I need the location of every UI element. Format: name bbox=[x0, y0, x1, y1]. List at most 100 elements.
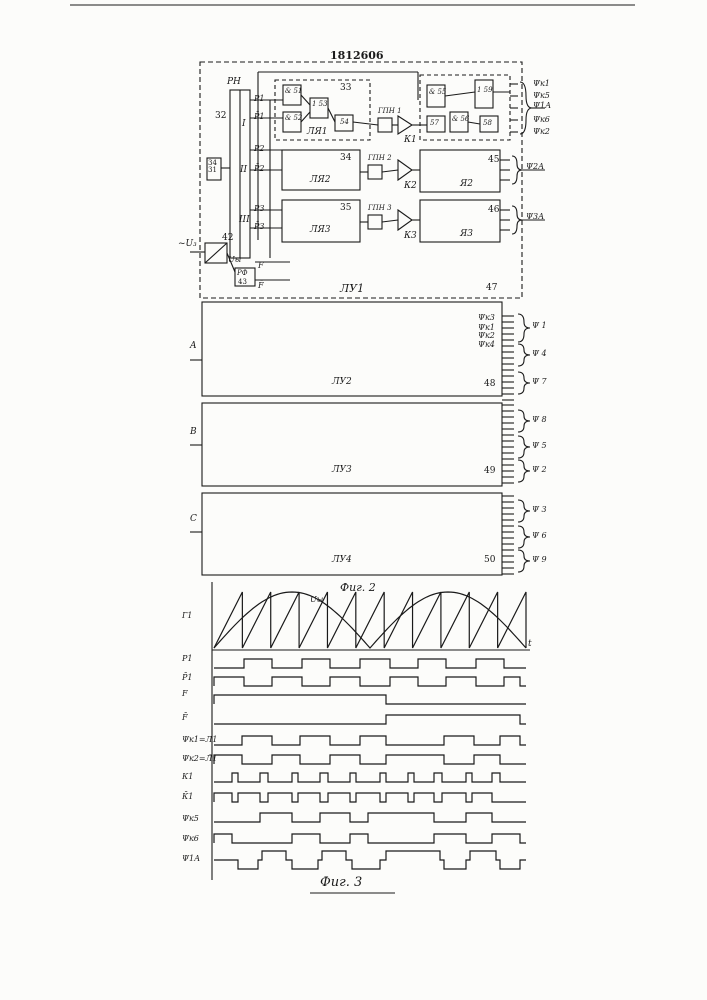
sig-f: F bbox=[258, 262, 264, 270]
label-32: 32 bbox=[215, 112, 226, 121]
label-roman2: II bbox=[240, 166, 247, 175]
fig3-row-label: К̄1 bbox=[182, 793, 193, 801]
wave-psi-k6 bbox=[214, 834, 526, 843]
wave-psi-1a bbox=[214, 851, 526, 869]
wave-k1-bar bbox=[214, 793, 526, 802]
fig2-caption: Фиг. 2 bbox=[340, 582, 376, 593]
panel-lu2-num: 48 bbox=[484, 380, 495, 389]
label-ya2: Я2 bbox=[460, 180, 473, 189]
panel-lu2-out-4: Ψ 4 bbox=[532, 350, 547, 358]
label-g56: & 56 bbox=[452, 116, 469, 123]
fig3-row-label: К1 bbox=[182, 773, 193, 781]
label-46: 46 bbox=[488, 206, 499, 215]
label-g55: & 55 bbox=[429, 89, 446, 96]
patent-number: 1812606 bbox=[330, 50, 384, 61]
label-g51: & 51 bbox=[285, 88, 302, 95]
wave-k1 bbox=[214, 773, 526, 782]
label-gpn2: ГПН 2 bbox=[368, 155, 392, 162]
fig3-row-label: Ψк5 bbox=[182, 815, 199, 823]
panel-lu2-input: A bbox=[190, 342, 197, 351]
sawtooth-wave bbox=[214, 592, 526, 648]
panel-lu4-input: C bbox=[190, 515, 197, 524]
label-g57: 57 bbox=[430, 120, 439, 127]
panel-lu4-out-9: Ψ 9 bbox=[532, 556, 547, 564]
fig3-row-label: P̄1 bbox=[182, 674, 192, 682]
label-45: 45 bbox=[488, 156, 499, 165]
fig3-row-label: Г1 bbox=[182, 612, 192, 620]
fig3-envelope-label: Uы bbox=[310, 596, 323, 604]
label-gpn1: ГПН 1 bbox=[378, 108, 402, 115]
wave-p1 bbox=[214, 659, 526, 668]
fig3-row-label: P1 bbox=[182, 655, 192, 663]
fig3-row-label: Ψк2=Л̄1 bbox=[182, 755, 217, 763]
panel-lu4-out-3: Ψ 3 bbox=[532, 506, 547, 514]
wave-p1-bar bbox=[214, 677, 526, 686]
label-la3: ЛЯ3 bbox=[310, 226, 331, 235]
wave-psi-k1 bbox=[214, 736, 526, 745]
label-k3: К3 bbox=[404, 232, 417, 241]
label-g53: 1 53 bbox=[312, 101, 328, 108]
out-psi-k6: Ψк6 bbox=[533, 116, 550, 124]
out-psi-k2: Ψк2 bbox=[533, 128, 550, 136]
panel-lu4-name: ЛУ4 bbox=[332, 556, 352, 565]
label-3431: 34 31 bbox=[208, 160, 222, 174]
label-roman3: III bbox=[239, 216, 250, 225]
out-psi-2a: Ψ2А bbox=[526, 163, 544, 171]
label-g58: 58 bbox=[483, 120, 492, 127]
label-la1: ЛЯ1 bbox=[307, 128, 328, 137]
sig-p1: P1 bbox=[254, 95, 264, 103]
panel-lu4-out-6: Ψ 6 bbox=[532, 532, 547, 540]
fig3-row-label: F̄ bbox=[182, 714, 188, 722]
label-42: 42 bbox=[222, 234, 233, 243]
label-rn: РН bbox=[227, 78, 241, 87]
label-k2: К2 bbox=[404, 182, 417, 191]
sig-f-bar: F̄ bbox=[258, 282, 264, 290]
wave-psi-k2 bbox=[214, 755, 526, 764]
input-u3-label: ~U₃ bbox=[178, 240, 197, 249]
panel-lu2-name: ЛУ2 bbox=[332, 378, 352, 387]
fig3-row-label: Ψк1=Л1 bbox=[182, 736, 217, 744]
label-roman1: I bbox=[242, 120, 246, 129]
panel-lu3-input: B bbox=[190, 428, 197, 437]
panel-lu3-out-2: Ψ 2 bbox=[532, 466, 547, 474]
label-gpn3: ГПН 3 bbox=[368, 205, 392, 212]
wave-psi-k5 bbox=[214, 813, 526, 822]
fig3-row-label: Ψк6 bbox=[182, 835, 199, 843]
label-43: 43 bbox=[238, 279, 247, 286]
label-34: 34 bbox=[340, 154, 351, 163]
fig3-caption: Фиг. 3 bbox=[320, 876, 362, 889]
out-psi-1a: Ψ1А bbox=[533, 102, 551, 110]
panel-lu3-num: 49 bbox=[484, 467, 495, 476]
label-33: 33 bbox=[340, 84, 351, 93]
fig3-time-label: t bbox=[528, 640, 532, 649]
sig-p1-bar: P̄1 bbox=[254, 113, 264, 121]
panel-lu2-out-1: Ψ 1 bbox=[532, 322, 547, 330]
label-k1: К1 bbox=[404, 136, 417, 145]
label-ya3: Я3 bbox=[460, 230, 473, 239]
label-la2: ЛЯ2 bbox=[310, 176, 331, 185]
label-35: 35 bbox=[340, 204, 351, 213]
fig3-row-label: Ψ1А bbox=[182, 855, 200, 863]
panel-lu4-num: 50 bbox=[484, 556, 495, 565]
panel-lu2-out-k2: Ψк2 bbox=[478, 332, 495, 340]
out-psi-3a: Ψ3А bbox=[526, 213, 544, 221]
sig-p2-bar: P̄2 bbox=[254, 165, 264, 173]
panel-lu3-out-5: Ψ 5 bbox=[532, 442, 547, 450]
sig-p2: P2 bbox=[254, 145, 264, 153]
panel-lu2-out-7: Ψ 7 bbox=[532, 378, 547, 386]
panel-lu2-out-k4: Ψк4 bbox=[478, 341, 495, 349]
sig-p3-bar: P̄3 bbox=[254, 223, 264, 231]
out-psi-k1: Ψк1 bbox=[533, 80, 550, 88]
label-g52: & 52 bbox=[285, 115, 302, 122]
wave-f-bar bbox=[214, 715, 526, 724]
panel-lu3-out-8: Ψ 8 bbox=[532, 416, 547, 424]
fig3-row-label: F bbox=[182, 690, 188, 698]
label-g54: 54 bbox=[340, 119, 349, 126]
label-lu1: ЛУ1 bbox=[340, 283, 364, 294]
panel-lu3-name: ЛУ3 bbox=[332, 466, 352, 475]
out-psi-k5: Ψк5 bbox=[533, 92, 550, 100]
wave-f bbox=[214, 695, 526, 704]
sig-p3: P3 bbox=[254, 205, 264, 213]
label-rf: РФ bbox=[237, 270, 248, 277]
